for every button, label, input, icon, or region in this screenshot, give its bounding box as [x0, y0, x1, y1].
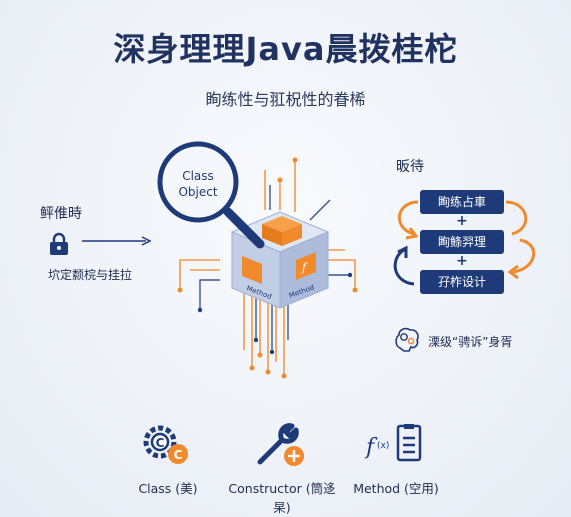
- arrow-right-icon: [82, 236, 152, 246]
- magnifier-text-2: Object: [178, 185, 217, 199]
- svg-text:f: f: [364, 435, 378, 460]
- bottom-label-method: Method (空用): [353, 481, 439, 496]
- wrench-icon: [257, 423, 304, 466]
- class-gear-icon: C C: [143, 425, 188, 464]
- circuit-dots-blue: [197, 272, 353, 355]
- svg-text:(x): (x): [377, 441, 389, 451]
- bottom-label-class: Class (美): [138, 481, 198, 496]
- magnifier-icon: [157, 141, 265, 249]
- lock-icon: [50, 232, 68, 255]
- step-box-3: 孖柞设计: [420, 270, 504, 294]
- bottom-label-constructor: Constructor (筒迻杲): [228, 481, 336, 515]
- svg-text:C: C: [156, 436, 165, 450]
- cube: [230, 211, 330, 309]
- circuit-dots: [177, 157, 358, 379]
- cube-f-icon: f: [301, 261, 308, 274]
- step-box-1: 眴练占車: [420, 190, 504, 214]
- plus-sign-1: +: [456, 213, 468, 229]
- method-function-icon: f (x): [364, 424, 422, 462]
- right-panel-heading: 昄待: [396, 159, 424, 175]
- left-panel-label: 鲆倠時: [40, 206, 82, 222]
- left-panel-caption: 坹定颣梡与挂拉: [48, 268, 133, 282]
- step-box-2: 眴鲦羿理: [420, 230, 504, 254]
- magnifier-text-1: Class: [182, 169, 214, 183]
- center-illustration: Method Method f Class Object: [157, 141, 358, 379]
- svg-text:C: C: [174, 448, 183, 462]
- cycle-arrows: [393, 200, 536, 286]
- plus-sign-2: +: [456, 253, 468, 269]
- right-panel-note: 溧级“骋诉”身胥: [428, 335, 513, 349]
- circuit-lines: [179, 160, 356, 376]
- page-subtitle: 眴练性与羾柷性的眷桸: [205, 90, 366, 109]
- brain-gear-icon: [395, 327, 419, 352]
- page-title: 深身理理Java晨拨桂柁: [113, 30, 458, 68]
